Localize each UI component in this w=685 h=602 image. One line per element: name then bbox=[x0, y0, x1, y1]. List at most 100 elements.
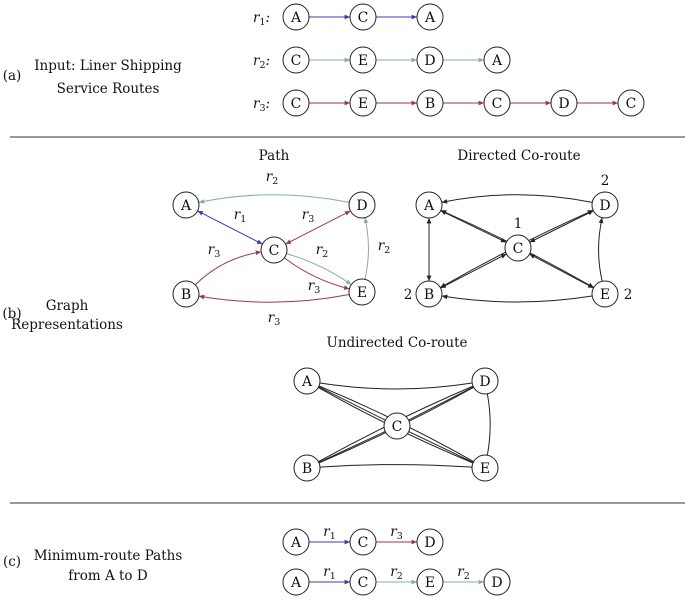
min-path-1-edge-label-1: r1 bbox=[323, 524, 336, 542]
undir-node-e: E bbox=[471, 454, 499, 482]
undir-edge-d-e-7 bbox=[486, 393, 491, 456]
min-path-1-node-2: C bbox=[349, 528, 377, 556]
path-edge-label-a-c: r1 bbox=[234, 207, 247, 225]
section-c-letter: (c) bbox=[3, 554, 21, 570]
path-node-d: D bbox=[348, 191, 376, 219]
route-1-label: r1: bbox=[253, 10, 270, 28]
section-b-title-line-1: Graph bbox=[46, 298, 89, 314]
undir-node-c: C bbox=[383, 412, 411, 440]
min-path-1-edge-label-2: r3 bbox=[390, 524, 403, 542]
route-3-node-3-label: B bbox=[425, 96, 435, 112]
dir-edge-c-d bbox=[529, 210, 594, 243]
dir-edge-e-b bbox=[441, 294, 593, 303]
dir-edge-b-c bbox=[440, 253, 507, 289]
undir-edge-d-c-4 bbox=[408, 386, 474, 421]
section-c-title-line-1: Minimum-route Paths bbox=[34, 548, 183, 564]
dir-node-e-label: E bbox=[600, 287, 610, 303]
dir-node-d: D bbox=[591, 191, 619, 219]
section-b-title-line-2: Representations bbox=[11, 317, 123, 333]
min-path-2-node-2-label: C bbox=[358, 575, 369, 591]
path-edge-a-c bbox=[197, 210, 263, 245]
route-2-node-3-circle bbox=[416, 46, 444, 74]
route-2-node-3: D bbox=[416, 46, 444, 74]
path-node-b-circle bbox=[172, 280, 200, 308]
dir-node-b-circle bbox=[415, 280, 443, 308]
route-2-node-1-circle bbox=[282, 46, 310, 74]
route-3-node-3-circle bbox=[416, 89, 444, 117]
route-3-node-2: E bbox=[349, 89, 377, 117]
dir-edge-c-e bbox=[529, 253, 594, 289]
undir-node-a-label: A bbox=[301, 374, 313, 390]
min-path-1-node-1-circle bbox=[282, 528, 310, 556]
route-2-node-4: A bbox=[483, 46, 511, 74]
route-3-node-1-circle bbox=[282, 89, 310, 117]
path-node-d-circle bbox=[348, 191, 376, 219]
undir-node-b-circle bbox=[293, 454, 321, 482]
min-path-1-node-1-label: A bbox=[290, 535, 302, 551]
route-3-node-3: B bbox=[416, 89, 444, 117]
path-node-c: C bbox=[260, 236, 288, 264]
min-path-1-node-3-circle bbox=[416, 528, 444, 556]
route-1-node-2: C bbox=[349, 3, 377, 31]
path-node-e-circle bbox=[348, 278, 376, 306]
path-node-c-circle bbox=[260, 236, 288, 264]
path-node-b-label: B bbox=[181, 287, 191, 303]
dir-edge-d-a bbox=[441, 194, 593, 204]
dir-node-a-label: A bbox=[423, 198, 435, 214]
min-path-2-node-3-label: E bbox=[425, 575, 435, 591]
undir-node-e-circle bbox=[471, 454, 499, 482]
path-edge-e-b bbox=[198, 293, 350, 303]
min-path-2-node-2: C bbox=[349, 568, 377, 596]
path-node-a: A bbox=[172, 191, 200, 219]
undir-node-d-circle bbox=[471, 367, 499, 395]
section-a-title-line-2: Service Routes bbox=[57, 81, 160, 97]
path-node-a-label: A bbox=[180, 198, 192, 214]
min-path-2-edge-label-1: r1 bbox=[323, 564, 336, 582]
dir-weight-d: 2 bbox=[601, 173, 610, 189]
path-graph-title: Path bbox=[259, 148, 290, 164]
dir-node-b: B bbox=[415, 280, 443, 308]
path-edge-c-e-r2 bbox=[286, 253, 352, 285]
undir-node-c-circle bbox=[383, 412, 411, 440]
undir-edge-a-c-1 bbox=[318, 386, 386, 421]
dir-edge-e-d bbox=[598, 217, 604, 282]
min-path-2-node-4-label: D bbox=[491, 575, 502, 591]
path-edge-label-e-d: r2 bbox=[378, 238, 391, 256]
directed-graph-title: Directed Co-route bbox=[457, 148, 580, 164]
route-1-node-2-circle bbox=[349, 3, 377, 31]
dir-node-d-label: D bbox=[599, 198, 610, 214]
route-2-label: r2: bbox=[253, 53, 270, 71]
undir-node-d: D bbox=[471, 367, 499, 395]
section-c-title-line-2: from A to D bbox=[68, 568, 148, 584]
route-3-label: r3: bbox=[253, 96, 270, 114]
route-3-node-6: C bbox=[617, 89, 645, 117]
path-node-d-label: D bbox=[356, 198, 367, 214]
dir-weight-e: 2 bbox=[624, 287, 633, 303]
path-node-e: E bbox=[348, 278, 376, 306]
path-edge-label-c-d: r3 bbox=[302, 207, 315, 225]
min-path-1-node-2-circle bbox=[349, 528, 377, 556]
route-2-node-2: E bbox=[349, 46, 377, 74]
undir-node-a: A bbox=[293, 367, 321, 395]
route-3-node-4-circle bbox=[483, 89, 511, 117]
min-path-1-node-3-label: D bbox=[424, 535, 435, 551]
route-2-node-4-label: A bbox=[491, 53, 503, 69]
route-3-node-6-circle bbox=[617, 89, 645, 117]
route-2-node-2-circle bbox=[349, 46, 377, 74]
min-path-2-node-4: D bbox=[483, 568, 511, 596]
dir-edge-a-c bbox=[440, 210, 507, 243]
route-2-node-1-label: C bbox=[291, 53, 302, 69]
path-edge-label-c-e-r3: r3 bbox=[308, 278, 321, 296]
min-path-2-node-1-circle bbox=[282, 568, 310, 596]
route-3-node-2-label: E bbox=[358, 96, 368, 112]
min-path-2-node-3: E bbox=[416, 568, 444, 596]
route-1-node-3-circle bbox=[416, 3, 444, 31]
dir-node-c: C bbox=[504, 234, 532, 262]
route-3-node-4-label: C bbox=[492, 96, 503, 112]
route-3-node-1-label: C bbox=[291, 96, 302, 112]
path-edge-label-d-a: r2 bbox=[266, 169, 279, 187]
dir-node-b-label: B bbox=[424, 287, 434, 303]
undir-node-d-label: D bbox=[479, 374, 490, 390]
path-edge-e-d bbox=[363, 217, 369, 280]
